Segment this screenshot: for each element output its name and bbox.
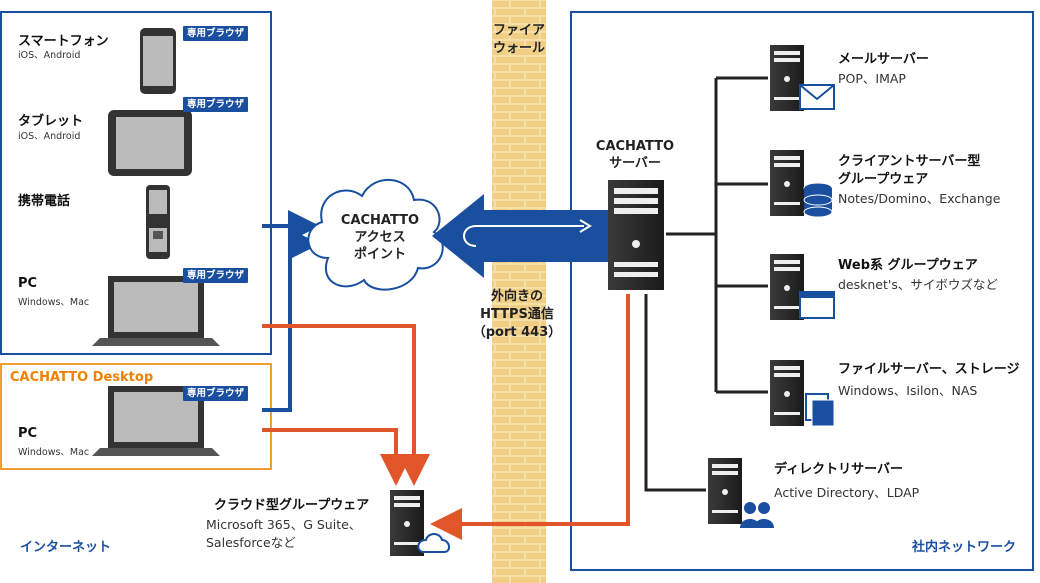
tablet-title: タブレット [18,114,84,129]
access-point-cloud [307,179,444,291]
pc-badge: 専用ブラウザ [183,268,249,283]
access-point-line1: CACHATTO [340,213,420,228]
cachatto-server-label: CACHATTO サーバー [580,138,690,172]
pc-title: PC [18,276,38,291]
https-tunnel-arrow [432,194,608,278]
cachatto-server-icon [608,180,664,290]
cachatto-server-line1: CACHATTO [595,139,675,154]
access-point-line3: ポイント [353,247,406,262]
tablet-device [108,110,192,176]
laptop-desktop [92,386,220,456]
cachatto-server-line2: サーバー [609,156,661,171]
access-point-line2: アクセス [354,230,406,245]
internet-box [0,11,272,355]
desktop-box [0,363,272,470]
file-server-name: ファイルサーバー、ストレージ [838,362,1020,377]
access-point-label: CACHATTO アクセス ポイント [320,212,440,263]
desktop-pc-badge: 専用ブラウザ [183,386,249,401]
client-server-sub: Notes/Domino、Exchange [838,191,1001,206]
smartphone-device [140,28,176,94]
client-server-name: クライアントサーバー型 [838,154,981,169]
desktop-pc-title: PC [18,426,38,441]
firewall-label: ファイア ウォール [486,22,552,58]
mail-server-name: メールサーバー [838,52,929,67]
https-line2: HTTPS通信 [480,307,554,322]
pc-sub: Windows、Mac [18,297,90,308]
smartphone-sub: iOS、Android [18,50,81,61]
smartphone-badge: 専用ブラウザ [183,26,249,41]
client-server-name2: グループウェア [838,172,929,187]
laptop-internet [92,276,220,346]
mail-server-sub: POP、IMAP [838,71,906,86]
firewall-line1: ファイア [492,23,545,38]
arrow-pc-to-cloud [262,324,430,486]
arrow-server-to-cloud [430,294,630,540]
cloud-groupware-server-icon [390,490,450,556]
network-lines [644,76,768,492]
desktop-label: CACHATTO Desktop [10,370,154,385]
web-groupware-name: Web系 グループウェア [838,258,978,273]
intranet-label: 社内ネットワーク [912,540,1017,555]
cloud-groupware-title: クラウド型グループウェア [214,498,370,513]
firewall-wall [492,0,546,583]
https-line3: （port 443） [472,325,562,340]
https-line1: 外向きの [490,289,543,304]
cloud-groupware-line1: Microsoft 365、G Suite、 [206,517,362,532]
directory-server-name: ディレクトリサーバー [774,462,903,477]
cloud-groupware-line2: Salesforceなど [206,535,296,550]
tablet-badge: 専用ブラウザ [183,97,249,112]
desktop-pc-sub: Windows、Mac [18,447,90,458]
mobile-title: 携帯電話 [18,194,71,209]
firewall-line2: ウォール [492,41,545,56]
https-label: 外向きの HTTPS通信 （port 443） [452,288,582,342]
intranet-box [570,11,1034,571]
server-icons [708,45,835,528]
smartphone-title: スマートフォン [18,34,109,49]
directory-server-sub: Active Directory、LDAP [774,485,920,500]
mobile-phone-device [146,185,170,259]
file-server-sub: Windows、Isilon、NAS [838,383,978,398]
internet-label: インターネット [20,540,112,555]
tablet-sub: iOS、Android [18,131,81,142]
web-groupware-sub: desknet's、サイボウズなど [838,277,998,292]
arrow-desktop-to-cloud [262,428,412,486]
